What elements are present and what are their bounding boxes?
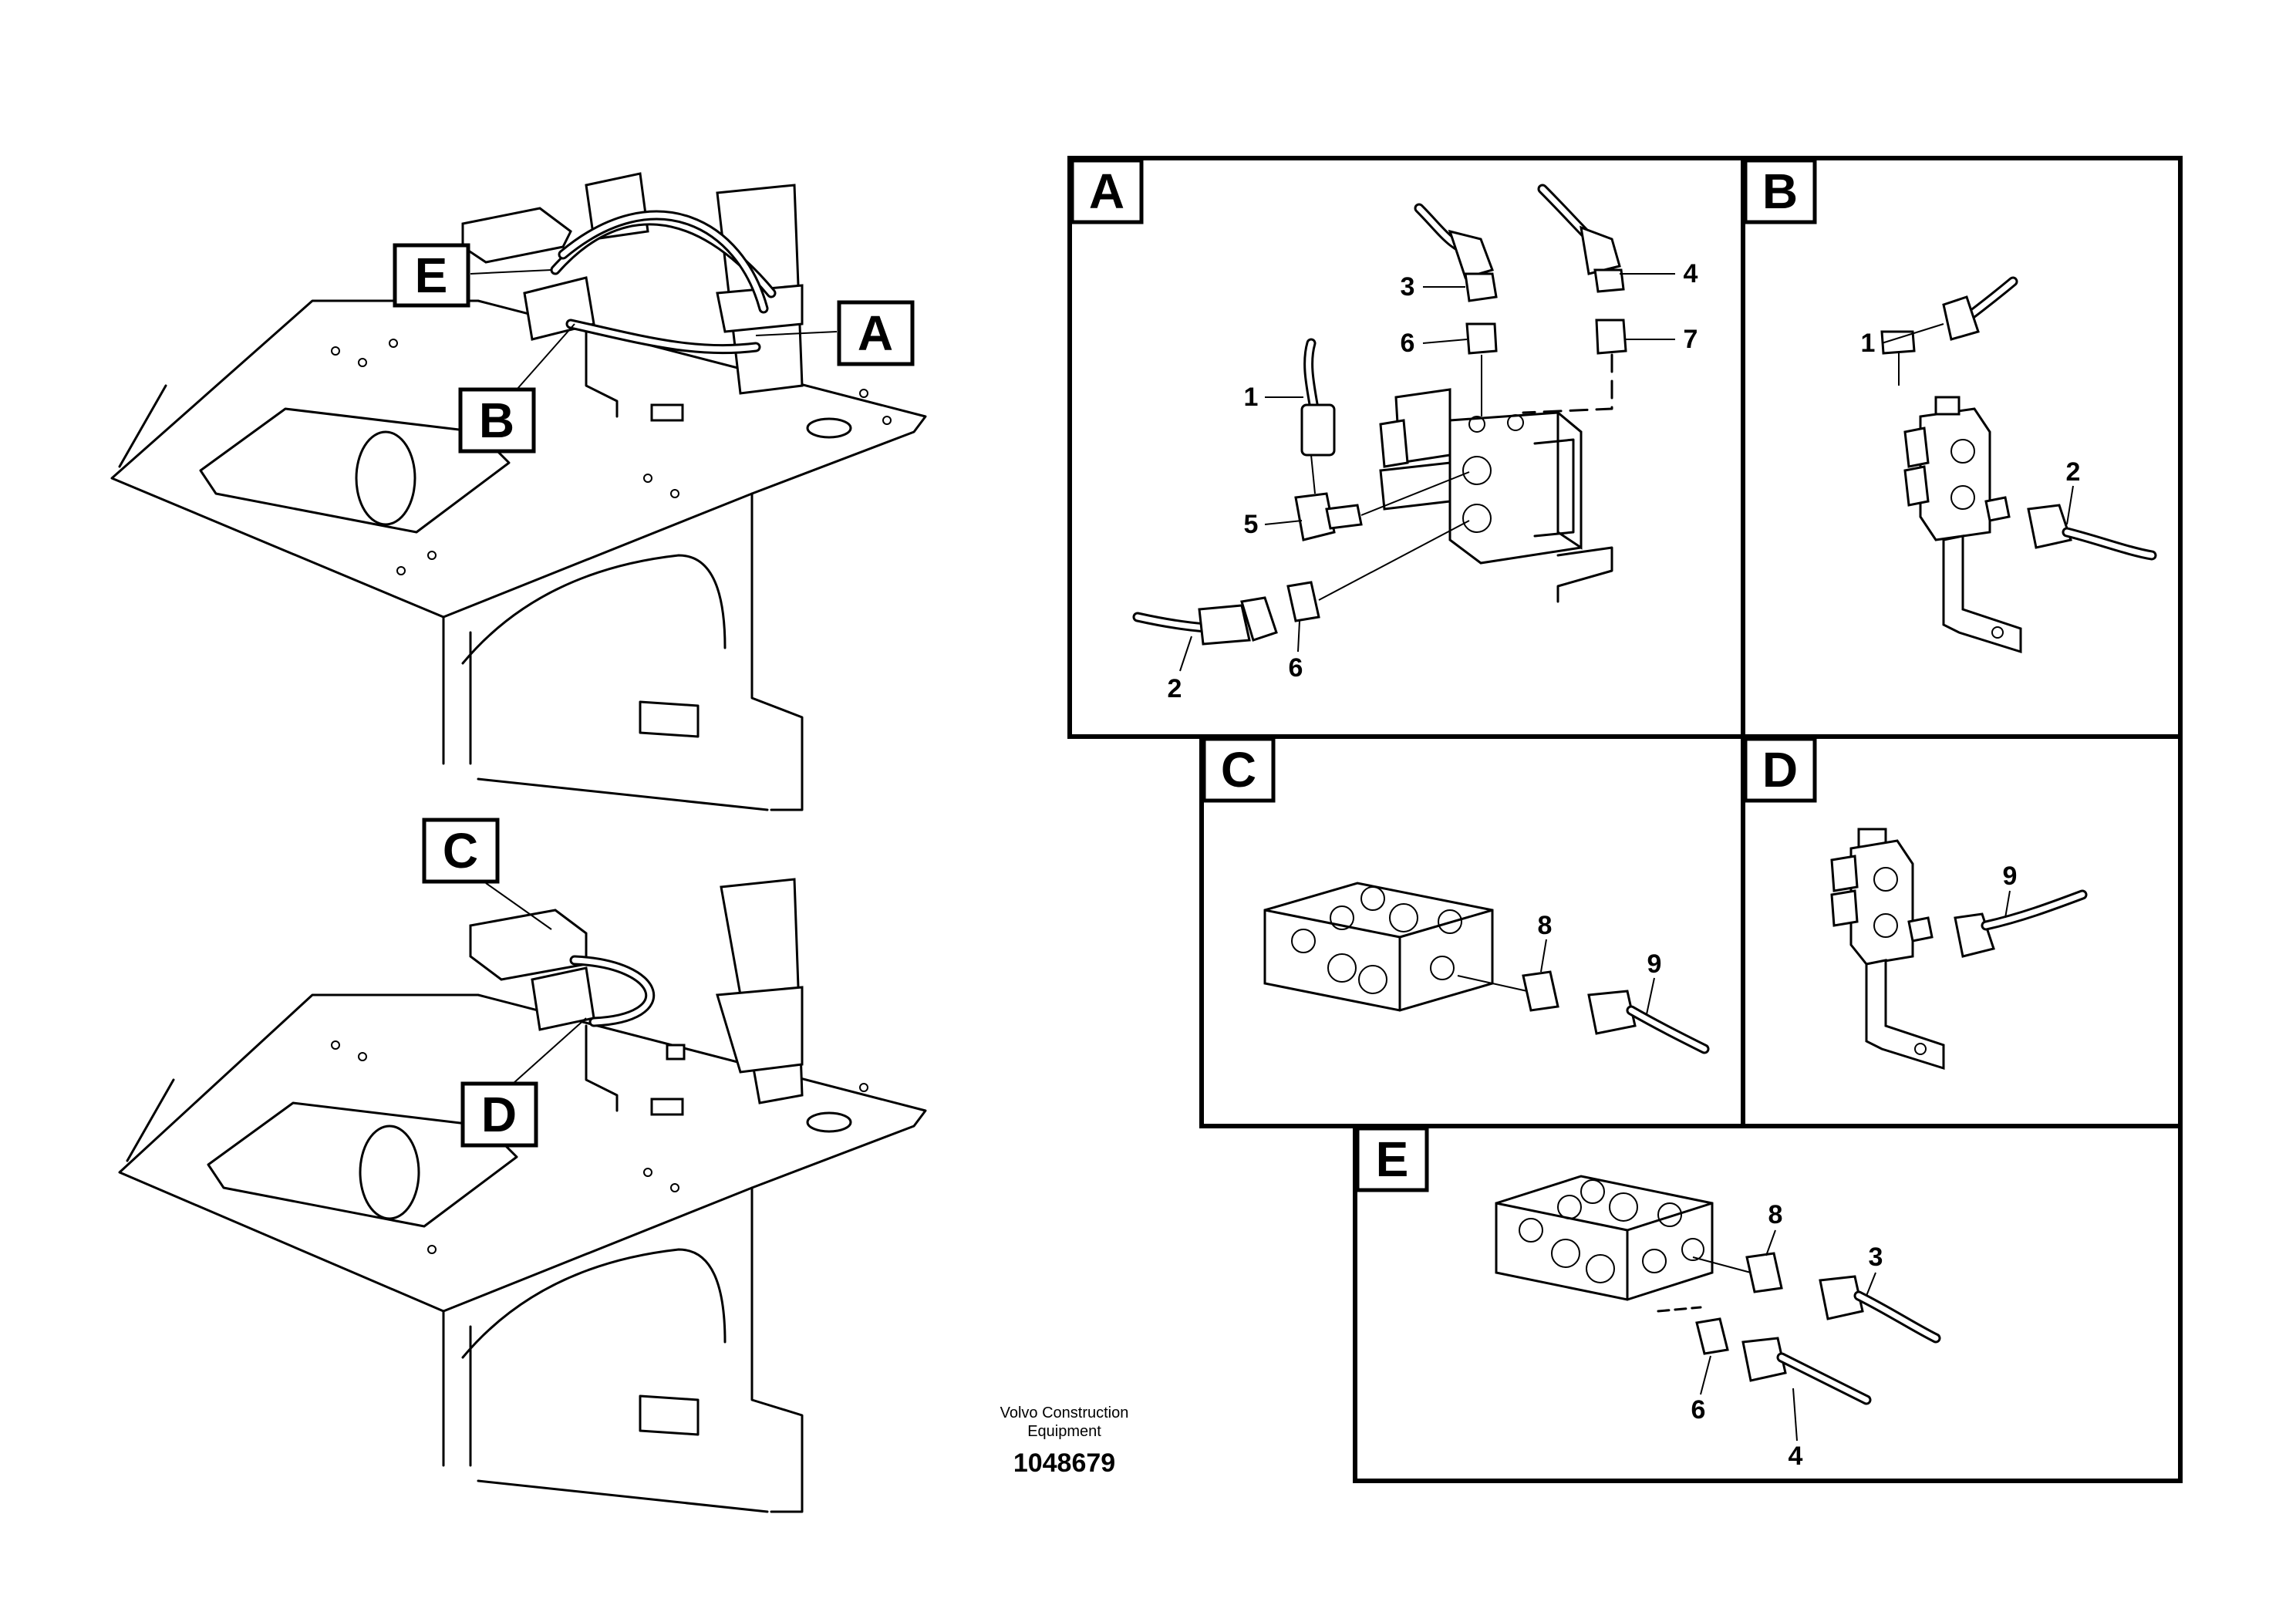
svg-text:C: C — [1221, 742, 1256, 798]
svg-text:D: D — [481, 1087, 517, 1142]
callout-a-upper[interactable]: A — [755, 300, 915, 366]
svg-text:4: 4 — [1789, 1442, 1803, 1471]
detail-panel-d: D 9 — [1741, 734, 2183, 1128]
overview-upper — [110, 172, 927, 811]
detail-panel-e: E 8 3 6 4 — [1353, 1124, 2183, 1483]
svg-text:E: E — [415, 248, 448, 303]
svg-text:2: 2 — [1168, 674, 1182, 703]
detail-panel-c: C 8 9 — [1199, 734, 1745, 1128]
callout-c-lower[interactable]: C — [422, 818, 552, 930]
svg-text:1: 1 — [1244, 383, 1259, 412]
company-name: Volvo Construction Equipment — [1000, 1404, 1129, 1440]
overview-lower — [118, 878, 927, 1513]
svg-text:8: 8 — [1768, 1200, 1783, 1229]
svg-text:9: 9 — [1647, 949, 1662, 979]
svg-text:1: 1 — [1861, 329, 1876, 358]
svg-text:B: B — [1762, 164, 1798, 219]
svg-text:E: E — [1376, 1131, 1409, 1187]
svg-text:B: B — [479, 393, 514, 448]
svg-text:C: C — [443, 823, 478, 878]
callout-d-lower[interactable]: D — [460, 1017, 587, 1148]
svg-text:2: 2 — [2066, 457, 2081, 487]
svg-text:3: 3 — [1869, 1243, 1883, 1272]
callout-b-upper[interactable]: B — [458, 323, 575, 454]
callout-e-upper[interactable]: E — [393, 243, 552, 308]
svg-text:D: D — [1762, 742, 1798, 798]
svg-text:6: 6 — [1691, 1395, 1706, 1425]
detail-panel-a: A — [1067, 156, 1745, 739]
detail-panel-b: B 1 2 — [1741, 156, 2183, 739]
svg-text:A: A — [1089, 164, 1124, 219]
svg-text:A: A — [858, 305, 893, 361]
svg-text:4: 4 — [1684, 259, 1698, 288]
svg-text:7: 7 — [1684, 325, 1698, 354]
svg-text:6: 6 — [1401, 329, 1415, 358]
svg-text:3: 3 — [1401, 272, 1415, 302]
svg-text:5: 5 — [1244, 510, 1259, 539]
svg-text:9: 9 — [2003, 862, 2018, 891]
svg-text:6: 6 — [1289, 653, 1303, 683]
svg-text:8: 8 — [1538, 911, 1553, 940]
document-number: 1048679 — [1013, 1448, 1116, 1478]
